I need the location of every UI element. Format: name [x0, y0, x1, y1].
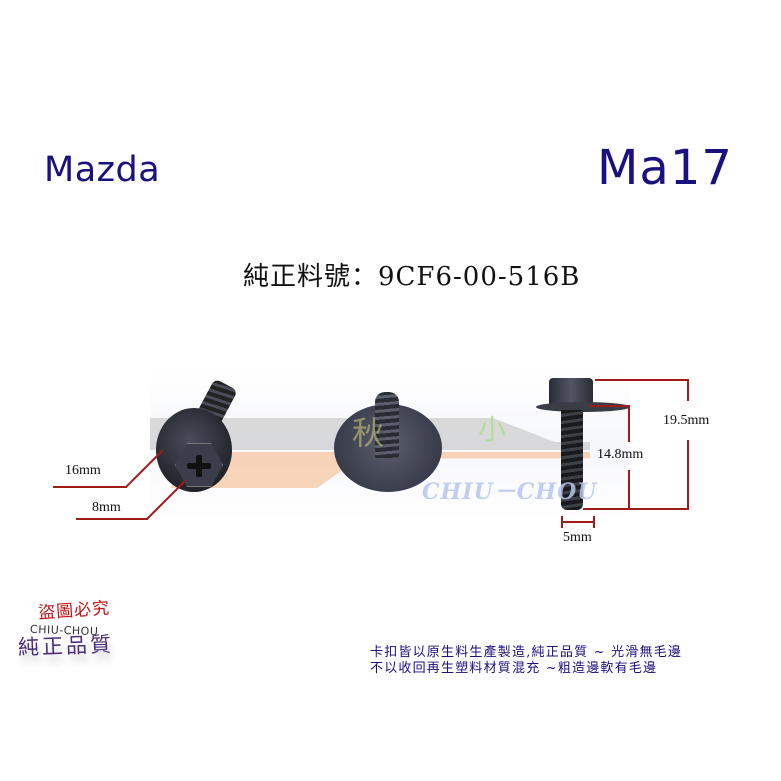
dimension-label-hex-width: 8mm: [92, 500, 121, 515]
watermark-glyph: 秋: [352, 415, 385, 451]
dimension-line-19-5mm-top: [595, 379, 688, 381]
dimension-tick-5mm-right: [593, 516, 595, 528]
brand-name: Mazda: [44, 150, 161, 190]
dimension-line-14-8mm-vertical-upper: [628, 405, 630, 442]
watermark-glyph: 小: [478, 415, 507, 446]
product-code: Ma17: [597, 140, 733, 196]
stamp-quality-text: 純正品質: [17, 632, 115, 660]
dimension-tick-5mm-left: [561, 516, 563, 528]
dimension-label-shank-diameter: 5mm: [563, 530, 592, 545]
phillips-cross-icon: [187, 455, 211, 477]
dimension-line-14-8mm-vertical-lower: [628, 470, 630, 510]
dimension-line-16mm: [53, 486, 127, 488]
quality-note-line-2: 不以收回再生塑料材質混充 ~粗造邊軟有毛邊: [370, 661, 658, 676]
screw-shank: [375, 392, 399, 458]
dimension-line-5mm: [561, 521, 595, 523]
hex-head: [549, 378, 593, 406]
dimension-label-shank-length: 14.8mm: [597, 447, 644, 462]
quality-note-line-1: 卡扣皆以原生料生產製造,純正品質 ~ 光滑無毛邊: [370, 645, 683, 660]
stamp-copyright-text: 盜圖必究: [37, 598, 111, 624]
dimension-label-total-length: 19.5mm: [663, 413, 710, 428]
watermark-text: CHIU－CHOU: [422, 479, 598, 505]
dimension-line-19-5mm-vertical-upper: [687, 379, 689, 401]
screw-washer: [536, 402, 630, 412]
part-number: 純正料號：9CF6-00-516B: [243, 262, 581, 292]
dimension-line-14-8mm-top: [590, 405, 630, 407]
screw-shank: [561, 410, 583, 510]
dimension-line-19-5mm-vertical-lower: [687, 440, 689, 510]
dimension-line-bottom: [583, 508, 689, 510]
dimension-label-washer-diameter: 16mm: [65, 463, 101, 478]
dimension-line-8mm: [76, 518, 148, 520]
